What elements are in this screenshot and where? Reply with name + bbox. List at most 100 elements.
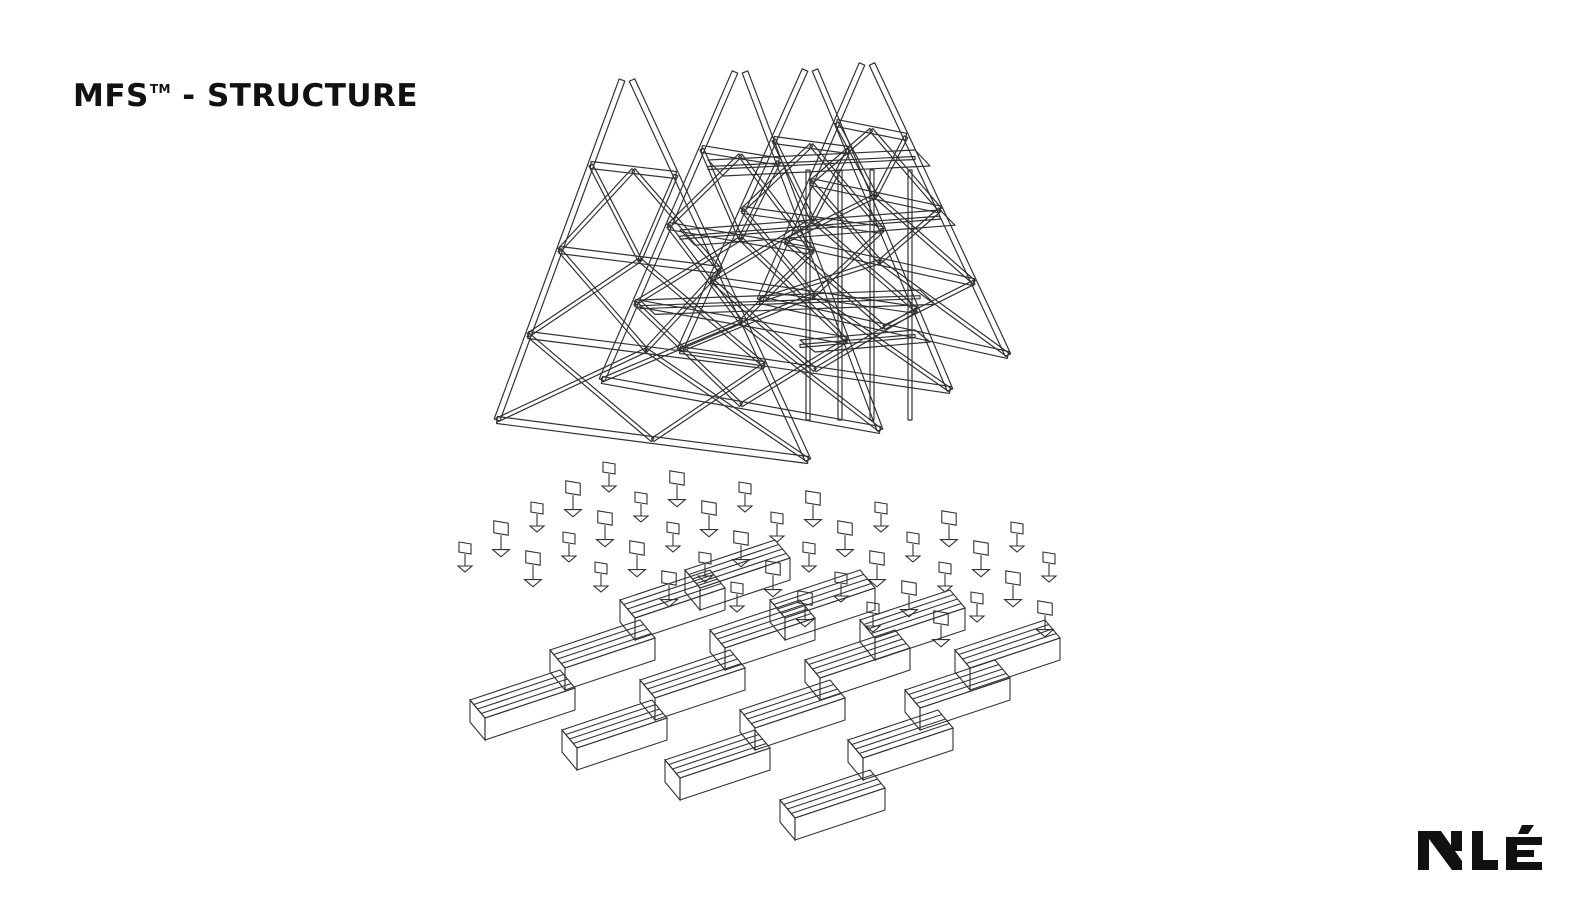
module-rib	[688, 543, 779, 576]
connector-node	[835, 520, 855, 558]
module-side	[739, 708, 756, 752]
module-side	[639, 678, 656, 722]
node-foot	[731, 559, 751, 568]
module-rib	[743, 683, 834, 716]
node-foot	[736, 505, 754, 513]
nle-logo	[1418, 825, 1542, 870]
beam	[679, 215, 941, 240]
module-rib	[623, 573, 714, 606]
node-foot	[560, 555, 578, 563]
module-rib	[668, 733, 759, 766]
module-rib	[916, 672, 1007, 705]
beam	[882, 279, 976, 330]
module-side	[619, 598, 636, 642]
beam	[739, 338, 848, 408]
beam	[600, 375, 882, 435]
node-foot	[456, 565, 474, 573]
connector-node	[560, 531, 578, 563]
node-foot	[1008, 545, 1026, 553]
module-rib	[751, 692, 842, 725]
module-rib	[481, 682, 572, 715]
node-plate	[901, 580, 917, 596]
node-plate	[973, 540, 989, 556]
node-plate	[669, 470, 685, 486]
inner-floor-decks	[639, 149, 956, 353]
module-rib	[692, 548, 783, 580]
module-rib	[859, 722, 950, 755]
connector-node	[667, 470, 687, 508]
module-rib	[747, 688, 838, 720]
module-rib	[569, 708, 660, 740]
module-side	[954, 648, 971, 692]
beam	[710, 275, 918, 315]
module-side	[859, 618, 876, 662]
node-plate	[797, 590, 813, 606]
node-foot	[728, 605, 746, 613]
beam	[873, 193, 976, 285]
foundation-module	[739, 679, 846, 752]
node-plate	[770, 511, 784, 525]
connector-node	[904, 531, 922, 563]
connector-node	[632, 491, 650, 523]
module-rib	[812, 638, 903, 670]
module-rib	[808, 633, 899, 666]
beam	[868, 62, 1012, 357]
foundation-module	[639, 649, 746, 722]
connector-nodes	[456, 461, 1058, 648]
connector-node	[872, 501, 890, 533]
module-rib	[791, 782, 882, 815]
connector-node	[768, 511, 786, 543]
connector-node	[936, 561, 954, 593]
node-plate	[597, 510, 613, 526]
module-rib	[908, 663, 999, 696]
node-plate	[869, 550, 885, 566]
beam	[877, 259, 1010, 358]
connector-node	[664, 521, 682, 553]
foundation-module	[469, 669, 576, 742]
beam	[634, 298, 848, 345]
beam	[637, 173, 679, 262]
connector-node	[563, 480, 583, 518]
beam	[495, 347, 648, 423]
foundation-module	[779, 769, 886, 842]
beam	[805, 169, 811, 421]
node-plate	[562, 531, 576, 545]
node-foot	[664, 545, 682, 553]
floor-deck	[639, 289, 936, 315]
connector-node	[800, 541, 818, 573]
beam	[740, 142, 814, 213]
module-rib	[816, 642, 907, 675]
node-foot	[971, 569, 991, 578]
beam	[837, 169, 843, 421]
node-foot	[627, 569, 647, 578]
module-side	[709, 628, 726, 672]
node-foot	[864, 625, 882, 633]
module-rib	[647, 658, 738, 690]
node-foot	[939, 539, 959, 548]
beam	[783, 238, 886, 330]
node-plate	[970, 591, 984, 605]
node-plate	[1005, 570, 1021, 586]
node-plate	[602, 461, 616, 475]
module-rib	[962, 628, 1053, 660]
beam	[709, 277, 817, 373]
beam	[741, 70, 884, 432]
beam	[526, 257, 642, 338]
node-foot	[904, 555, 922, 563]
module-side	[769, 598, 786, 642]
module-rib	[643, 653, 734, 686]
trademark-mark: TM	[149, 82, 171, 96]
node-plate	[634, 491, 648, 505]
module-rib	[871, 602, 962, 635]
module-rib	[781, 582, 872, 615]
node-plate	[802, 541, 816, 555]
module-rib	[477, 678, 568, 710]
node-foot	[768, 535, 786, 543]
foundation-module	[769, 569, 876, 642]
module-side	[779, 798, 796, 842]
module-rib	[553, 623, 644, 656]
beam	[557, 168, 636, 252]
connector-node	[736, 481, 754, 513]
module-side	[561, 728, 578, 772]
title-main: MFS	[73, 78, 149, 114]
